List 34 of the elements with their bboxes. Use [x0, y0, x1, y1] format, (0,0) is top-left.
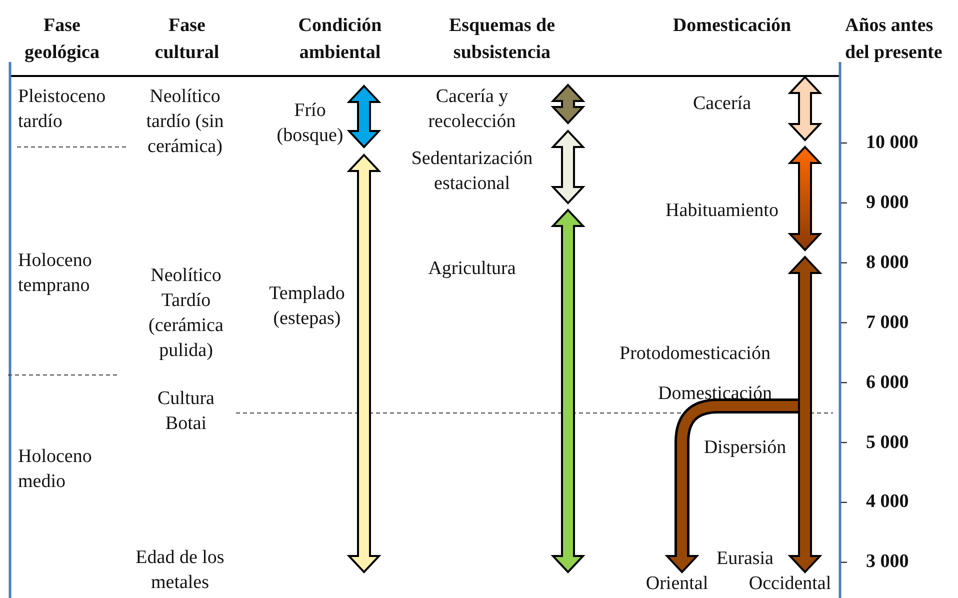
year-label: 5 000 — [866, 430, 909, 454]
column-heading: Fase geológica — [24, 14, 100, 65]
period-label: Habituamiento — [666, 199, 778, 223]
period-label: Frío (bosque) — [276, 99, 344, 148]
period-label: Neolítico tardío (sin cerámica) — [145, 85, 225, 159]
column-heading: Domesticación — [672, 14, 792, 38]
year-label: 10 000 — [866, 131, 918, 155]
period-label: Holoceno temprano — [18, 249, 93, 298]
year-label: 8 000 — [866, 250, 909, 275]
period-label: Cacería — [693, 92, 751, 116]
year-label: 4 000 — [866, 490, 909, 514]
period-label: Edad de los metales — [134, 546, 226, 595]
column-heading: Esquemas de subsistencia — [448, 14, 556, 65]
period-label: Occidental — [748, 572, 832, 596]
period-label: Neolítico Tardío (cerámica pulida) — [148, 264, 224, 363]
column-heading: Fase cultural — [154, 14, 220, 65]
period-label: Cacería y recolección — [427, 85, 517, 134]
year-label: 3 000 — [866, 550, 909, 574]
period-label: Dispersión — [704, 436, 786, 460]
column-heading: Condición ambiental — [297, 14, 383, 65]
year-label: 9 000 — [866, 190, 909, 215]
column-heading: Años antes del presente — [845, 14, 944, 65]
period-label: Pleistoceno tardío — [18, 85, 107, 134]
period-label: Holoceno medio — [18, 445, 93, 494]
year-label: 6 000 — [866, 370, 909, 395]
year-label: 7 000 — [866, 310, 909, 335]
period-label: Agricultura — [428, 257, 516, 281]
period-label: Domesticación — [658, 382, 772, 406]
period-label: Protodomesticación — [620, 342, 770, 366]
period-label: Cultura Botai — [156, 387, 216, 436]
period-label: Oriental — [646, 572, 708, 596]
period-label: Templado (estepas) — [268, 282, 346, 331]
period-label: Eurasia — [716, 547, 774, 571]
period-label: Sedentarización estacional — [410, 147, 534, 196]
